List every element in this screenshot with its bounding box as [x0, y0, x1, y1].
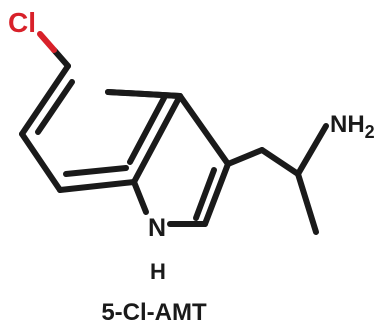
bond-cl-red — [37, 31, 57, 53]
bond-ch-methyl — [295, 171, 319, 235]
bond-inner-3 — [127, 95, 167, 165]
bond-c3a-c3 — [177, 93, 231, 167]
bond-c4-c5 — [19, 63, 71, 137]
ring-nitrogen-label: N — [148, 214, 166, 242]
bond-c7a-c3a — [105, 89, 183, 99]
bond-c5-c6 — [19, 131, 63, 193]
bond-ch2-ch — [259, 147, 301, 177]
amine-label: NH2 — [330, 111, 375, 142]
bond-c2-c3-inner — [193, 167, 217, 221]
bond-ch-nh2 — [295, 123, 329, 177]
molecule-name: 5-Cl-AMT — [101, 299, 207, 326]
amine-label-subscript: 2 — [365, 122, 375, 142]
bond-c3-ch2 — [225, 147, 265, 167]
bond-inner-2 — [63, 165, 129, 177]
chlorine-label: Cl — [8, 7, 36, 38]
ring-hydrogen-label: H — [150, 259, 166, 284]
bond-c5-cl — [51, 47, 71, 69]
bond-c6-c7 — [57, 179, 137, 193]
bond-n1-c7a — [131, 179, 149, 215]
bond-c3-c2 — [202, 161, 231, 227]
bond-inner-1 — [35, 79, 75, 135]
bond-c7-c7a — [131, 93, 183, 185]
amine-label-main: NH — [330, 111, 365, 138]
